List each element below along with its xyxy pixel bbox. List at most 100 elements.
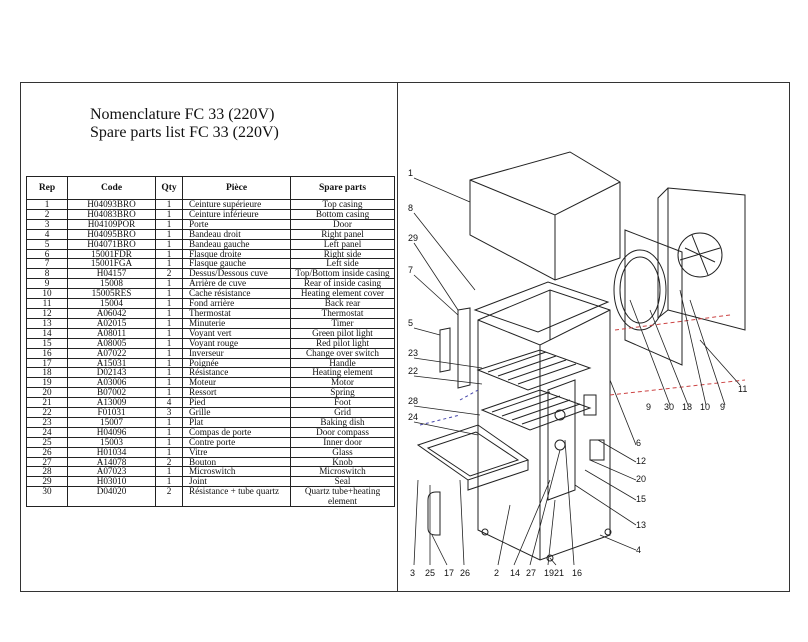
title-english: Spare parts list FC 33 (220V) — [90, 124, 279, 141]
cell-qty: 1 — [155, 426, 183, 438]
oven-body-part — [477, 289, 611, 561]
cell-piece: Moteur — [182, 377, 291, 389]
left-side-part — [457, 307, 471, 389]
cell-qty: 1 — [155, 357, 183, 369]
cell-piece: Thermostat — [182, 307, 291, 319]
cell-code: 15008 — [67, 278, 156, 290]
cell-rep: 21 — [26, 397, 68, 409]
spare-parts-sheet — [20, 82, 790, 592]
cell-spare-part: Quartz tube+heating element — [290, 486, 395, 508]
cell-piece: Ressort — [182, 387, 291, 399]
cell-rep: 9 — [26, 278, 68, 290]
cell-qty: 2 — [155, 268, 183, 280]
cell-qty: 1 — [155, 377, 183, 389]
callout-label: 10 — [700, 402, 710, 412]
cell-spare-part: Rear of inside casing — [290, 278, 395, 290]
cell-piece: Voyant vert — [182, 327, 291, 339]
cell-code: A07023 — [67, 466, 156, 478]
cell-spare-part: Left panel — [290, 238, 395, 250]
cell-piece: Cache résistance — [182, 288, 291, 300]
back-rear-part — [657, 187, 746, 331]
cell-rep: 14 — [26, 327, 68, 339]
cell-rep: 20 — [26, 387, 68, 399]
cell-piece: Inverseur — [182, 347, 291, 359]
cell-spare-part: Heating element — [290, 367, 395, 379]
cell-spare-part: Door compass — [290, 426, 395, 438]
cell-spare-part: Glass — [290, 446, 395, 458]
callout-label: 4 — [636, 545, 641, 555]
cell-code: A07022 — [67, 347, 156, 359]
title-block: Nomenclature FC 33 (220V) Spare parts li… — [90, 106, 330, 142]
cell-qty: 1 — [155, 208, 183, 220]
callout-label: 12 — [636, 456, 646, 466]
callout-label: 8 — [408, 203, 413, 213]
cell-code: H04093BRO — [67, 199, 156, 210]
cell-spare-part: Red pilot light — [290, 337, 395, 349]
cell-code: H04157 — [67, 268, 156, 280]
cell-piece: Ceinture supérieure — [182, 199, 291, 210]
left-panel-part — [439, 327, 451, 373]
cell-rep: 1 — [26, 199, 68, 210]
cell-code: 15003 — [67, 436, 156, 448]
cell-rep: 19 — [26, 377, 68, 389]
table-header-row: Rep Code Qty Pièce Spare parts — [26, 176, 395, 200]
cell-spare-part: Timer — [290, 317, 395, 329]
cell-qty: 4 — [155, 397, 183, 409]
cell-qty: 3 — [155, 407, 183, 418]
cell-spare-part: Door — [290, 218, 395, 230]
callout-label: 25 — [425, 568, 435, 578]
sheet-divider — [397, 82, 398, 592]
header-spare-parts: Spare parts — [290, 176, 395, 200]
cell-code: H04096 — [67, 426, 156, 438]
cell-piece: Fond arrière — [182, 298, 291, 309]
cell-code: F01031 — [67, 407, 156, 418]
cell-qty: 1 — [155, 288, 183, 300]
cell-qty: 1 — [155, 436, 183, 448]
cell-qty: 1 — [155, 347, 183, 359]
cell-piece: Résistance + tube quartz — [182, 486, 291, 508]
cell-qty: 1 — [155, 476, 183, 488]
cell-piece: Arrière de cuve — [182, 278, 291, 290]
cell-rep: 6 — [26, 248, 68, 260]
cell-spare-part: Grid — [290, 407, 395, 418]
cell-rep: 28 — [26, 466, 68, 478]
cell-qty: 2 — [155, 456, 183, 468]
cell-qty: 1 — [155, 416, 183, 428]
cell-qty: 1 — [155, 298, 183, 309]
thermostat-part — [589, 439, 605, 461]
cell-qty: 1 — [155, 446, 183, 458]
cell-code: H04083BRO — [67, 208, 156, 220]
cell-code: D02143 — [67, 367, 156, 379]
cell-piece: Joint — [182, 476, 291, 488]
header-rep: Rep — [26, 176, 68, 200]
cell-code: H04095BRO — [67, 228, 156, 240]
cell-code: A14078 — [67, 456, 156, 468]
cell-piece: Pied — [182, 397, 291, 409]
cell-spare-part: Thermostat — [290, 307, 395, 319]
cell-spare-part: Right panel — [290, 228, 395, 240]
cell-piece: Poignée — [182, 357, 291, 369]
cell-code: 15001FDR — [67, 248, 156, 260]
cell-spare-part: Left side — [290, 258, 395, 270]
cell-piece: Vitre — [182, 446, 291, 458]
cell-qty: 1 — [155, 337, 183, 349]
cell-rep: 25 — [26, 436, 68, 448]
callout-label: 20 — [636, 474, 646, 484]
cell-code: H04109POR — [67, 218, 156, 230]
callout-label: 28 — [408, 396, 418, 406]
